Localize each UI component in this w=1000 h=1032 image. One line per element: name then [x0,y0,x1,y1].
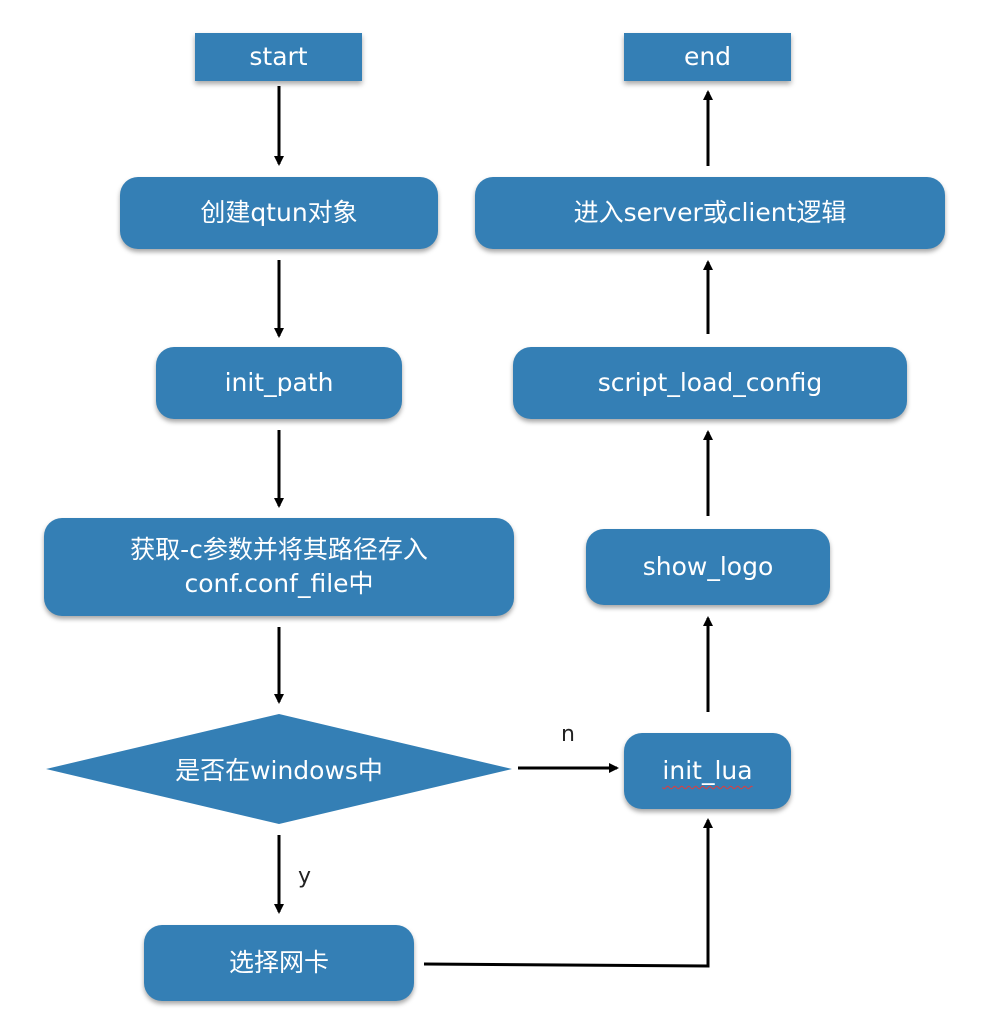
node-enter-logic: 进入server或client逻辑 [475,177,945,249]
node-script-load-config-label: script_load_config [597,368,823,397]
node-get-c-param-line1: 获取-c参数并将其路径存入 [130,535,428,564]
node-is-windows-label: 是否在windows中 [175,756,383,785]
node-select-nic: 选择网卡 [144,925,414,1001]
node-start-label: start [249,42,308,71]
node-init-lua-label: init_lua [662,756,753,785]
node-create-qtun-label: 创建qtun对象 [200,198,358,227]
node-end: end [624,33,791,81]
node-select-nic-label: 选择网卡 [228,948,329,977]
node-init-lua: init_lua [624,733,791,809]
node-create-qtun: 创建qtun对象 [120,177,438,249]
decision-diamond-shape [46,714,512,824]
node-show-logo-label: show_logo [642,552,774,581]
node-start: start [195,33,362,81]
node-init-path: init_path [156,347,402,419]
node-end-label: end [683,42,732,71]
edge-label-no: n [561,722,575,747]
node-show-logo: show_logo [586,529,830,605]
node-get-c-param: 获取-c参数并将其路径存入 conf.conf_file中 [44,518,514,616]
edge-select-nic-to-init-lua [423,818,713,968]
node-get-c-param-line2: conf.conf_file中 [184,569,374,598]
node-enter-logic-label: 进入server或client逻辑 [573,198,847,227]
node-script-load-config: script_load_config [513,347,907,419]
edge-label-yes: y [298,864,312,889]
node-is-windows: 是否在windows中 [45,713,513,825]
node-init-path-label: init_path [224,368,334,397]
